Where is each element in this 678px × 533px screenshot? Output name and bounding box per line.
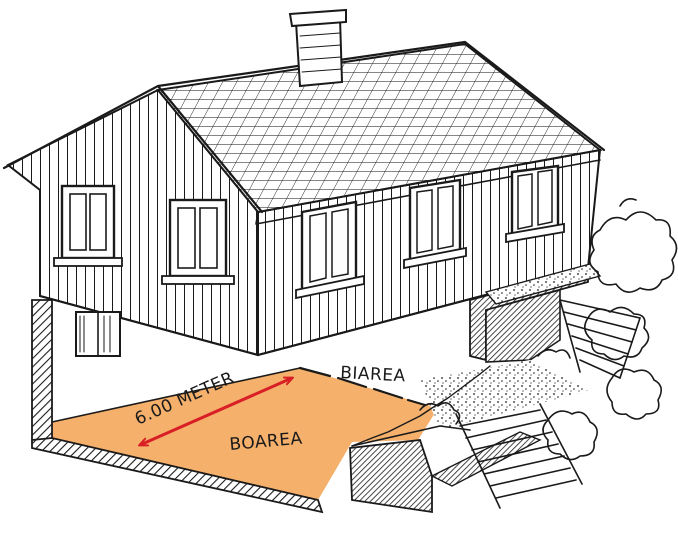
- upper-stairs: [560, 300, 640, 378]
- garden-path: [420, 360, 590, 430]
- side-window-1: [296, 202, 364, 298]
- side-window-3: [506, 166, 564, 242]
- gable-window-left: [54, 186, 122, 266]
- chimney: [296, 18, 342, 86]
- gable-window-right: [162, 200, 234, 284]
- basement-left-wall: [32, 300, 52, 440]
- side-window-2: [404, 180, 466, 268]
- basement-window: [76, 312, 120, 356]
- biarea-label: BIAREA: [340, 363, 406, 386]
- retaining-wall-front: [350, 440, 432, 512]
